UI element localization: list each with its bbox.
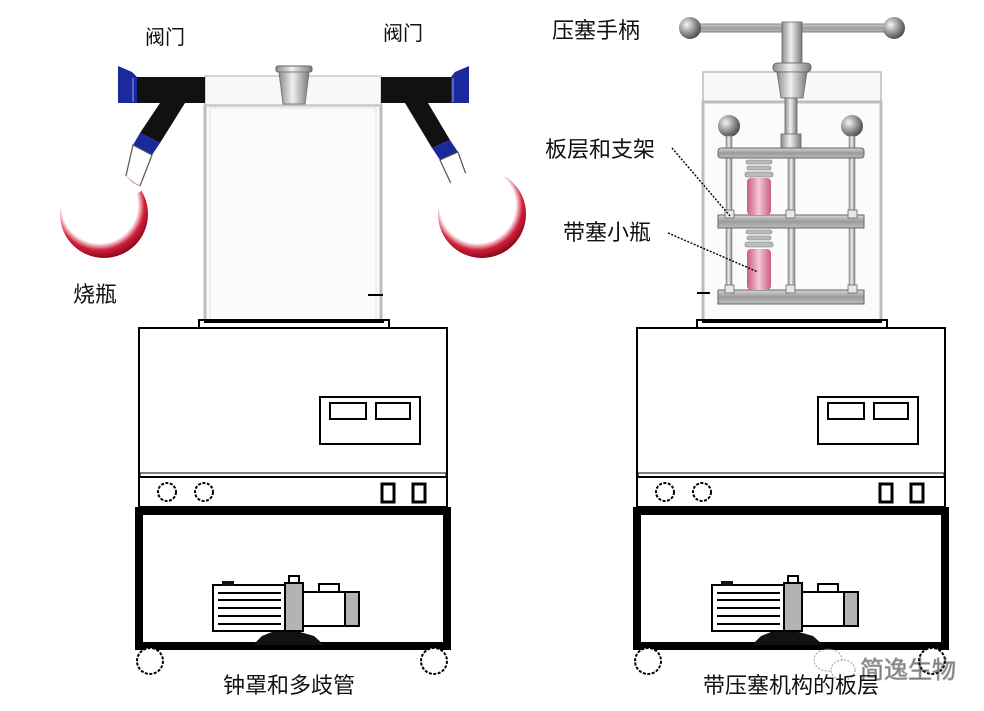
label-flask: 烧瓶	[73, 283, 117, 308]
left-flask	[60, 144, 153, 258]
wheel	[420, 647, 448, 675]
right-freeze-dryer	[633, 17, 949, 675]
shelf	[717, 147, 865, 305]
switch	[909, 482, 925, 504]
switch	[878, 482, 894, 504]
cabinet	[138, 327, 448, 508]
top-port-cap	[275, 65, 313, 105]
watermark-text: 简逸生物	[860, 656, 956, 684]
stoppered-vial	[744, 229, 774, 290]
leader-line-vial	[667, 232, 759, 273]
knob	[655, 482, 675, 502]
stoppered-vial	[744, 159, 774, 215]
cabinet	[636, 327, 946, 508]
vacuum-pump	[212, 575, 360, 645]
press-handle	[679, 17, 905, 149]
label-valve-right: 阀门	[383, 21, 423, 45]
caption-right: 带压塞机构的板层	[703, 674, 879, 699]
label-press-handle: 压塞手柄	[552, 19, 640, 44]
wechat-icon	[813, 648, 856, 681]
label-shelf-and-rack: 板层和支架	[545, 138, 655, 163]
knob	[194, 482, 214, 502]
label-valve-left: 阀门	[145, 25, 185, 49]
knob	[157, 482, 177, 502]
watermark: 简逸生物	[813, 648, 956, 684]
control-panel	[319, 396, 421, 445]
pump-compartment	[135, 507, 451, 675]
switch	[411, 482, 427, 504]
left-valve	[118, 66, 205, 155]
left-freeze-dryer	[60, 65, 526, 675]
knob	[692, 482, 712, 502]
label-stoppered-vial: 带塞小瓶	[563, 221, 651, 246]
right-valve	[381, 66, 469, 160]
switch	[380, 482, 396, 504]
vacuum-pump	[711, 575, 859, 645]
bell-jar	[203, 103, 383, 325]
wheel	[136, 647, 164, 675]
wheel	[918, 647, 946, 675]
caption-left: 钟罩和多歧管	[223, 674, 355, 699]
wheel	[634, 647, 662, 675]
control-panel	[817, 396, 919, 445]
pump-compartment	[633, 507, 949, 675]
leader-line-shelf	[671, 147, 731, 217]
right-flask	[438, 151, 526, 258]
